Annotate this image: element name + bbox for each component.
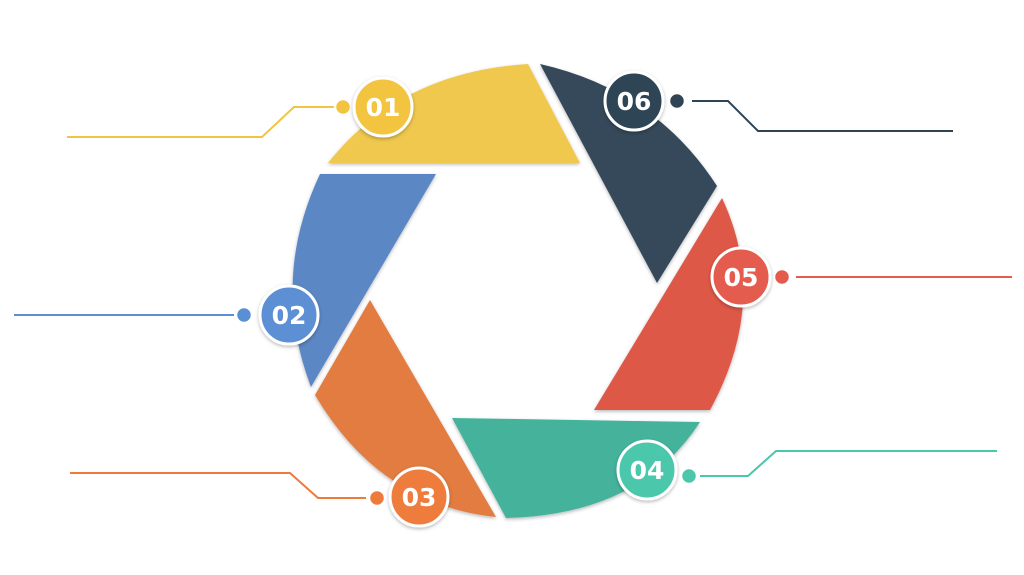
connector-dot-03 — [367, 488, 387, 508]
badge-05-label: 05 — [724, 263, 759, 292]
badge-04: 04 — [616, 439, 678, 501]
badge-05: 05 — [710, 246, 772, 308]
connector-line-06 — [692, 100, 953, 132]
aperture-blades — [292, 64, 744, 518]
badge-04-label: 04 — [630, 456, 665, 485]
badge-01-label: 01 — [366, 93, 401, 122]
badge-02: 02 — [258, 284, 320, 346]
connector-lines — [14, 100, 1012, 499]
segment-05 — [594, 198, 744, 410]
connector-line-04 — [700, 450, 997, 477]
connector-dots — [234, 91, 792, 508]
badges: 01 02 03 04 05 06 — [258, 70, 772, 528]
connector-dot-04 — [679, 466, 699, 486]
segment-02 — [292, 174, 436, 387]
segment-06 — [540, 64, 717, 283]
segment-03 — [315, 300, 496, 517]
connector-dot-05 — [772, 267, 792, 287]
badge-02-label: 02 — [272, 301, 307, 330]
connector-dot-06 — [667, 91, 687, 111]
connector-line-03 — [70, 472, 366, 499]
badge-01: 01 — [352, 76, 414, 138]
segment-01 — [328, 64, 580, 163]
badge-03: 03 — [388, 466, 450, 528]
badge-06-label: 06 — [617, 87, 652, 116]
badge-06: 06 — [603, 70, 665, 132]
connector-dot-02 — [234, 305, 254, 325]
connector-dot-01 — [333, 97, 353, 117]
badge-03-label: 03 — [402, 483, 437, 512]
connector-line-01 — [67, 106, 334, 138]
